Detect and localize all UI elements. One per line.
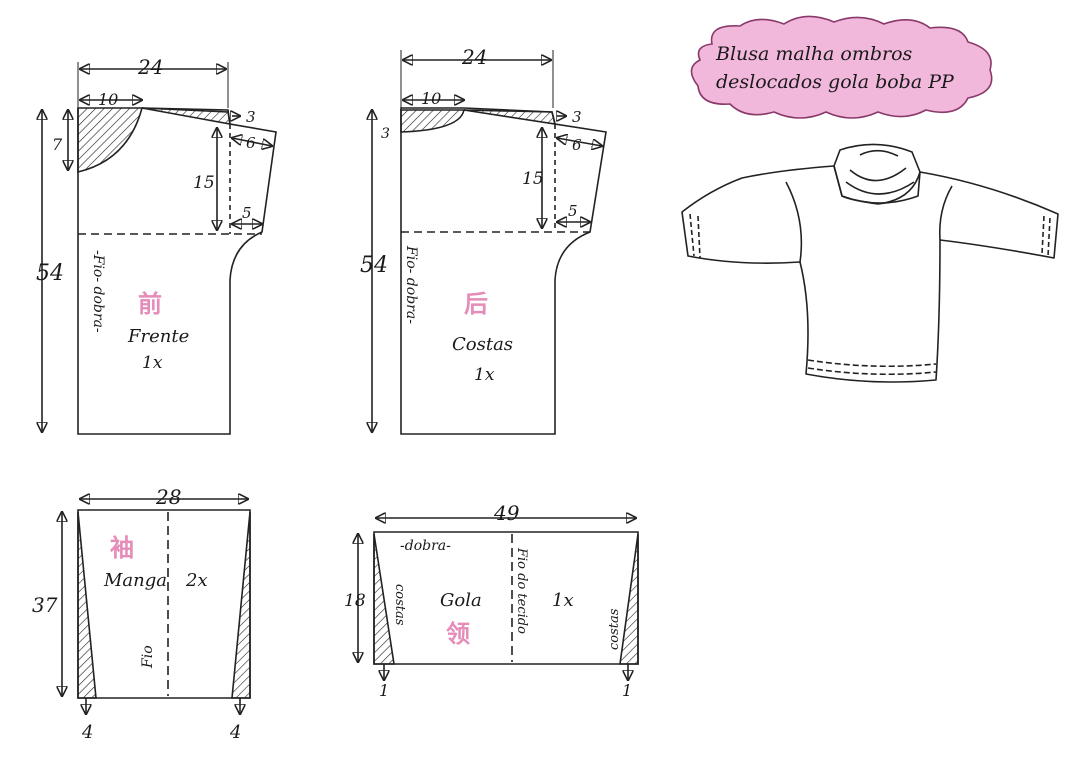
- back-labels: 24 10 3 3 6 15 5 54 Fio- dobra- 后 Costas…: [360, 45, 582, 385]
- garment-sketch: [681, 143, 1059, 383]
- front-labels: 24 10 7 3 6 15 5 54 -Fio- dobra- 前 Frent…: [36, 55, 256, 373]
- garment-hem: [807, 359, 937, 368]
- collar-cjk-label: 领: [446, 620, 470, 648]
- sleeve-taper-right-label: 4: [229, 722, 241, 743]
- front-piece: [42, 62, 277, 435]
- back-piece: [372, 50, 607, 435]
- back-shoulder-drop-label: 3: [572, 108, 582, 126]
- back-cjk-label: 后: [464, 290, 488, 318]
- back-length-label: 54: [360, 253, 388, 278]
- front-armhole-curve-label: 5: [242, 204, 252, 222]
- sleeve-name-label: Manga: [103, 570, 167, 591]
- title-cloud-shape: [690, 15, 993, 119]
- sleeve-left-hatch: [77, 511, 97, 699]
- garment-cuff-left: [689, 213, 701, 259]
- back-neck-hatch: [400, 109, 465, 133]
- sleeve-cjk-label: 袖: [110, 534, 134, 562]
- sleeve-length-label: 37: [32, 593, 58, 617]
- title-cloud: Blusa malha ombros deslocados gola boba …: [690, 15, 993, 119]
- garment-cuff-right: [1041, 215, 1051, 257]
- front-width-label: 24: [137, 55, 163, 79]
- collar-name-label: Gola: [440, 590, 482, 611]
- sleeve-right-hatch: [231, 511, 251, 699]
- garment-shoulder-right: [938, 185, 953, 241]
- back-armhole-curve-label: 5: [568, 202, 578, 220]
- collar-side-left-label: costas: [392, 584, 407, 626]
- collar-grain-label: Fio do tecido: [514, 547, 529, 634]
- back-neck-depth-label: 3: [381, 126, 390, 142]
- front-name-label: Frente: [127, 326, 189, 347]
- back-neck-width-label: 10: [421, 89, 441, 108]
- garment-body: [681, 165, 1059, 383]
- front-shoulder-hatch: [141, 107, 231, 125]
- collar-height-label: 18: [344, 591, 366, 611]
- collar-taper-left-label: 1: [379, 681, 389, 700]
- collar-piece: [358, 518, 639, 680]
- back-name-label: Costas: [452, 334, 513, 355]
- front-length-label: 54: [36, 261, 64, 286]
- front-neck-width-label: 10: [98, 90, 118, 109]
- collar-right-hatch: [619, 533, 639, 665]
- front-sleeve-ext-arrow: [232, 138, 272, 146]
- sleeve-qty-label: 2x: [185, 570, 208, 591]
- front-neck-hatch: [77, 107, 144, 174]
- collar-width-label: 49: [493, 501, 520, 525]
- collar-fold-label: -dobra-: [400, 538, 451, 554]
- sleeve-grain-label: Fio: [140, 645, 156, 669]
- title-line-2: deslocados gola boba PP: [716, 71, 955, 93]
- front-neck-depth-label: 7: [52, 135, 63, 154]
- front-shoulder-drop-label: 3: [246, 108, 256, 126]
- back-armhole-label: 15: [522, 169, 544, 189]
- garment-shoulder-left: [785, 181, 803, 263]
- front-armhole-label: 15: [193, 173, 215, 193]
- front-grain-label: -Fio- dobra-: [90, 250, 106, 333]
- back-shoulder-hatch: [463, 109, 557, 125]
- back-qty-label: 1x: [474, 365, 495, 385]
- sleeve-piece: [62, 499, 251, 714]
- garment-collar: [833, 143, 921, 205]
- back-grain-label: Fio- dobra-: [403, 245, 419, 324]
- back-sleeve-ext-label: 6: [572, 136, 582, 154]
- back-width-label: 24: [461, 45, 487, 69]
- back-outline: [400, 107, 607, 435]
- collar-qty-label: 1x: [552, 590, 574, 611]
- collar-left-hatch: [373, 533, 395, 665]
- collar-labels: 49 18 1 1 -dobra- Fio do tecido Gola 1x …: [344, 501, 632, 700]
- collar-side-right-label: costas: [607, 608, 622, 650]
- back-sleeve-ext-arrow: [557, 138, 602, 146]
- collar-taper-right-label: 1: [622, 681, 632, 700]
- title-line-1: Blusa malha ombros: [715, 43, 913, 65]
- sleeve-outline: [77, 509, 251, 699]
- front-qty-label: 1x: [142, 353, 163, 373]
- sleeve-width-label: 28: [155, 485, 181, 509]
- front-outline: [77, 107, 277, 435]
- front-cjk-label: 前: [138, 290, 162, 318]
- front-sleeve-ext-label: 6: [246, 134, 256, 152]
- sleeve-taper-left-label: 4: [81, 722, 93, 743]
- sleeve-labels: 28 37 4 4 袖 Manga 2x Fio: [32, 485, 241, 743]
